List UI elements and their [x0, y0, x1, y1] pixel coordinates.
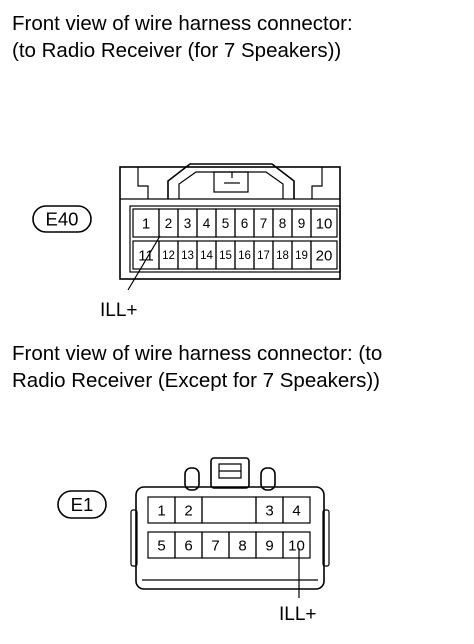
e40-latch-outer — [167, 163, 295, 199]
top-connector-caption: Front view of wire harness connector: (t… — [12, 10, 353, 64]
e40-pin-2-label: 2 — [165, 216, 173, 231]
e40-pin-17-label: 17 — [257, 250, 270, 262]
e40-left-tab — [137, 167, 149, 199]
e1-pin-5-label: 5 — [157, 537, 165, 554]
e1-left-post — [184, 467, 200, 491]
e40-pin-10-label: 10 — [316, 215, 333, 232]
e40-ill-leader — [127, 235, 161, 291]
e40-pin-5-label: 5 — [222, 216, 230, 231]
e40-pin-12-label: 12 — [162, 250, 175, 262]
e40-pin-20-label: 20 — [316, 247, 333, 264]
e1-housing — [135, 486, 325, 590]
bottom-connector-caption: Front view of wire harness connector: (t… — [12, 340, 382, 394]
e1-id-tag — [57, 490, 107, 519]
e1-pin-7-label: 7 — [211, 537, 219, 554]
e1-latch-detail — [218, 463, 242, 479]
e40-pin-6-label: 6 — [241, 216, 249, 231]
e40-pin-11-label: 11 — [138, 247, 154, 264]
e1-pin-8-label: 8 — [238, 537, 246, 554]
e1-pin-4-label: 4 — [292, 502, 300, 519]
e40-pin-18-label: 18 — [276, 250, 289, 262]
e40-pin-20-cell — [310, 240, 338, 270]
e40-pin-9-label: 9 — [298, 216, 306, 231]
e40-pin-15-label: 15 — [219, 250, 232, 262]
e1-right-rib — [322, 509, 330, 567]
e1-pin-4-cell — [282, 496, 311, 524]
top-caption-line2: (to Radio Receiver (for 7 Speakers)) — [12, 39, 342, 62]
e1-id-label: E1 — [71, 494, 94, 515]
e1-pin-cells: 1 2 3 4 5 6 7 8 9 10 — [147, 496, 311, 559]
e40-pin-13-label: 13 — [181, 250, 194, 262]
e1-pin-3-label: 3 — [265, 502, 273, 519]
e1-pin-10-cell — [282, 531, 311, 559]
e40-pin-1-label: 1 — [142, 215, 150, 232]
e1-pin-6-label: 6 — [184, 537, 192, 554]
top-caption-line1: Front view of wire harness connector: — [12, 12, 353, 35]
e1-pin-2-label: 2 — [184, 502, 192, 519]
e40-pin-8-label: 8 — [279, 216, 287, 231]
e1-pin-10-label: 10 — [288, 537, 305, 554]
e40-id-label: E40 — [46, 209, 79, 230]
e1-left-rib — [130, 509, 138, 567]
e40-pin-field — [129, 205, 341, 273]
connector-e1: E1 1 2 3 4 5 6 7 8 9 10 ILL+ — [57, 457, 330, 625]
e40-pin-19-label: 19 — [295, 250, 308, 262]
e40-pin-4-label: 4 — [203, 216, 211, 231]
e1-blank-cavity — [201, 496, 257, 524]
e40-pin-7-label: 7 — [260, 216, 268, 231]
e40-pin-14-label: 14 — [200, 250, 213, 262]
e40-id-tag — [32, 205, 92, 233]
e1-pin-1-label: 1 — [157, 502, 165, 519]
e40-latch-inner — [178, 171, 284, 199]
e40-right-tab — [311, 167, 323, 199]
bottom-caption-line2: Radio Receiver (Except for 7 Speakers)) — [12, 369, 381, 392]
e1-latch — [210, 457, 250, 489]
e1-right-post — [260, 467, 276, 491]
e40-latch-window — [213, 171, 249, 193]
e40-pin-16-label: 16 — [238, 250, 251, 262]
e1-pin-9-label: 9 — [265, 537, 273, 554]
e40-pin-3-label: 3 — [184, 216, 192, 231]
bottom-caption-line1: Front view of wire harness connector: (t… — [12, 342, 383, 365]
e40-pin-10-cell — [310, 208, 338, 238]
e40-ill-label: ILL+ — [100, 300, 138, 321]
e1-ill-label: ILL+ — [279, 604, 317, 625]
